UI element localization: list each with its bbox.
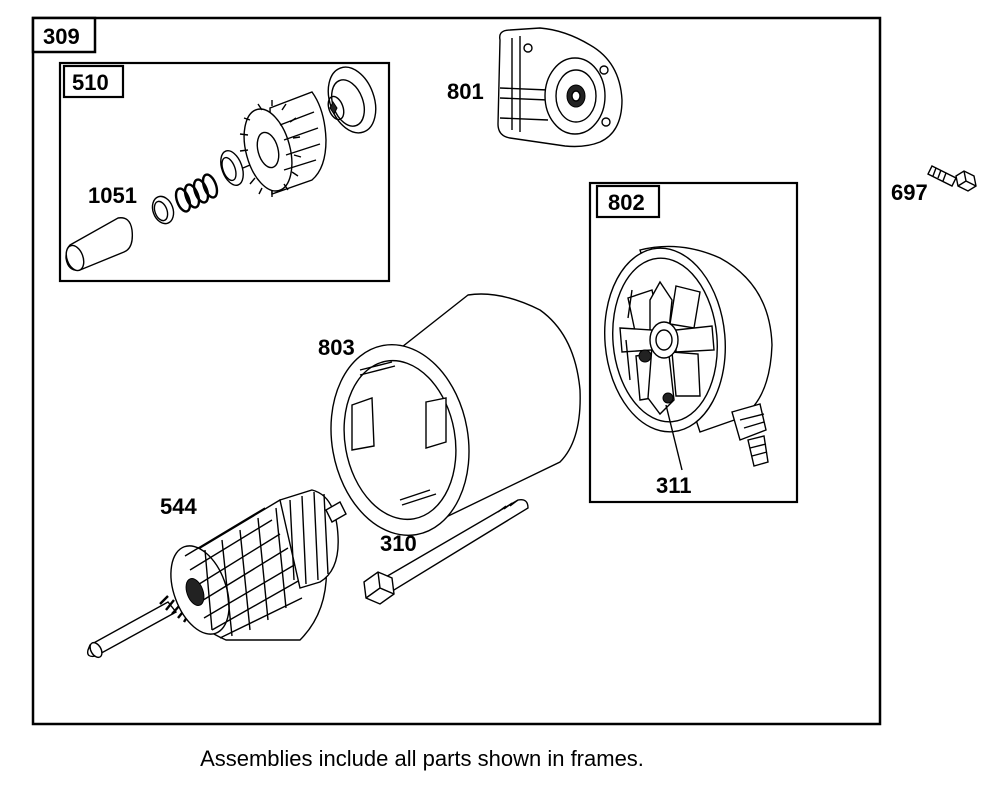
main-assembly-label: 309 [43, 24, 80, 49]
armature-part [86, 489, 347, 659]
housing-part [330, 293, 581, 536]
drive-sleeve-part [65, 217, 134, 272]
commutator-end-cap-frame [588, 181, 799, 504]
drive-spring-part [174, 173, 219, 213]
caption: Assemblies include all parts shown in fr… [200, 746, 644, 771]
retaining-ring-label: 1051 [88, 183, 137, 208]
housing-label: 803 [318, 335, 355, 360]
drive-assembly-label: 510 [72, 70, 109, 95]
through-bolt-part [363, 498, 529, 605]
main-assembly-label-box [31, 16, 97, 54]
through-bolt-label: 310 [380, 531, 417, 556]
drive-end-cap-label: 801 [447, 79, 484, 104]
pinion-gear-part [239, 91, 327, 197]
commutator-end-cap-label: 802 [608, 190, 645, 215]
commutator-end-cap-part [603, 245, 773, 471]
commutator-end-cap-label-box [595, 184, 661, 219]
retaining-ring-part [151, 195, 175, 225]
bolt-label: 697 [891, 180, 928, 205]
main-assembly-frame [31, 16, 882, 726]
drive-end-cap-part [497, 27, 623, 148]
brush-label: 311 [656, 473, 692, 498]
spring-collar-part [220, 150, 244, 186]
armature-label: 544 [160, 494, 197, 519]
drive-assembly-frame [58, 61, 391, 283]
drive-assembly-label-box [62, 64, 125, 99]
drive-cap-part [327, 66, 377, 134]
bolt-part [927, 165, 977, 192]
